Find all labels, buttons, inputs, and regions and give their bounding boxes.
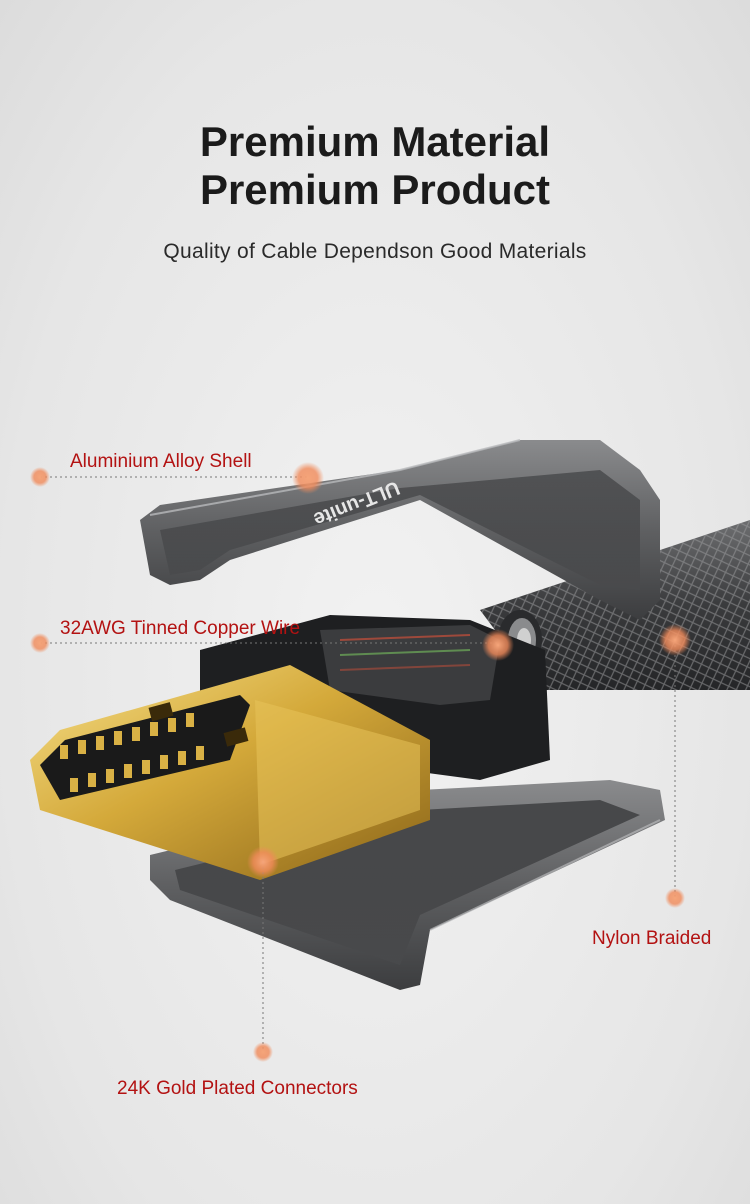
title-line-1: Premium Material bbox=[199, 118, 551, 165]
callout-gold-connectors: 24K Gold Plated Connectors bbox=[117, 1078, 358, 1099]
subtitle: Quality of Cable Dependson Good Material… bbox=[163, 240, 587, 263]
marker-dot bbox=[253, 1042, 273, 1062]
callout-nylon-braided: Nylon Braided bbox=[592, 928, 712, 949]
marker-dot bbox=[482, 629, 514, 661]
callout-markers bbox=[30, 462, 691, 1062]
marker-dot bbox=[247, 846, 279, 878]
callout-aluminium-shell: Aluminium Alloy Shell bbox=[70, 451, 252, 472]
marker-dot bbox=[665, 888, 685, 908]
marker-dot bbox=[659, 624, 691, 656]
callout-copper-wire: 32AWG Tinned Copper Wire bbox=[60, 618, 301, 639]
marker-dot bbox=[292, 462, 324, 494]
marker-dot bbox=[30, 633, 50, 653]
gold-plated-connector bbox=[30, 665, 430, 880]
title-line-2: Premium Product bbox=[199, 166, 551, 213]
callout-leader-lines bbox=[40, 476, 676, 1052]
marker-dot bbox=[30, 467, 50, 487]
